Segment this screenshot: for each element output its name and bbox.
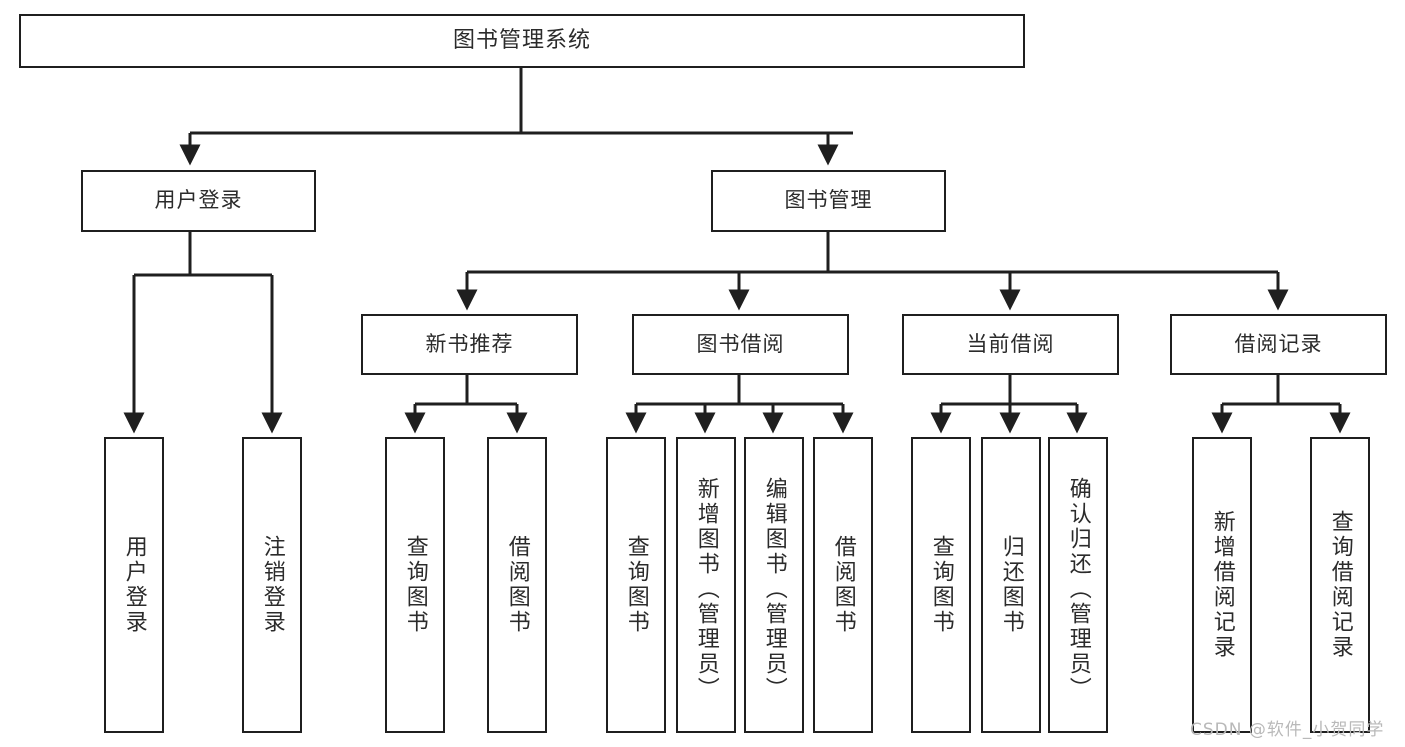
node-new-book-rec[interactable]: 新书推荐 (361, 314, 578, 375)
node-leaf-borrow-book-1[interactable]: 借阅图书 (487, 437, 547, 733)
node-root-label: 图书管理系统 (452, 27, 591, 53)
node-leaf-edit-book[interactable]: 编辑图书（管理员） (744, 437, 804, 733)
node-root[interactable]: 图书管理系统 (19, 14, 1025, 68)
node-new-book-rec-label: 新书推荐 (425, 331, 514, 356)
node-leaf-add-book-label: 新增图书（管理员） (693, 476, 719, 702)
node-leaf-borrow-book-2[interactable]: 借阅图书 (813, 437, 873, 733)
node-leaf-user-login[interactable]: 用户登录 (104, 437, 164, 733)
node-book-borrow[interactable]: 图书借阅 (632, 314, 849, 375)
node-leaf-query-book-1-label: 查询图书 (402, 535, 428, 635)
node-book-manage-label: 图书管理 (784, 188, 873, 213)
node-leaf-return-book-label: 归还图书 (998, 535, 1024, 635)
node-borrow-record[interactable]: 借阅记录 (1170, 314, 1387, 375)
node-leaf-query-book-3[interactable]: 查询图书 (911, 437, 971, 733)
node-leaf-return-book[interactable]: 归还图书 (981, 437, 1041, 733)
node-leaf-logout-label: 注销登录 (259, 535, 285, 635)
node-leaf-confirm-return[interactable]: 确认归还（管理员） (1048, 437, 1108, 733)
node-user-login[interactable]: 用户登录 (81, 170, 316, 232)
csdn-watermark: CSDN @软件_小贺同学 (1190, 720, 1385, 740)
node-leaf-logout[interactable]: 注销登录 (242, 437, 302, 733)
node-leaf-query-record-label: 查询借阅记录 (1327, 510, 1353, 660)
node-leaf-edit-book-label: 编辑图书（管理员） (761, 476, 787, 702)
node-leaf-borrow-book-2-label: 借阅图书 (830, 535, 856, 635)
node-user-login-label: 用户登录 (154, 188, 243, 213)
node-leaf-add-record[interactable]: 新增借阅记录 (1192, 437, 1252, 733)
node-leaf-add-record-label: 新增借阅记录 (1209, 510, 1235, 660)
node-borrow-record-label: 借阅记录 (1234, 331, 1323, 356)
node-leaf-query-book-3-label: 查询图书 (928, 535, 954, 635)
node-leaf-query-book-1[interactable]: 查询图书 (385, 437, 445, 733)
node-book-manage[interactable]: 图书管理 (711, 170, 946, 232)
node-leaf-confirm-return-label: 确认归还（管理员） (1065, 476, 1091, 702)
node-leaf-user-login-label: 用户登录 (121, 535, 147, 635)
node-book-borrow-label: 图书借阅 (696, 331, 785, 356)
node-leaf-query-book-2-label: 查询图书 (623, 535, 649, 635)
node-leaf-query-book-2[interactable]: 查询图书 (606, 437, 666, 733)
node-leaf-add-book[interactable]: 新增图书（管理员） (676, 437, 736, 733)
node-leaf-borrow-book-1-label: 借阅图书 (504, 535, 530, 635)
node-current-borrow[interactable]: 当前借阅 (902, 314, 1119, 375)
node-current-borrow-label: 当前借阅 (966, 331, 1055, 356)
node-leaf-query-record[interactable]: 查询借阅记录 (1310, 437, 1370, 733)
